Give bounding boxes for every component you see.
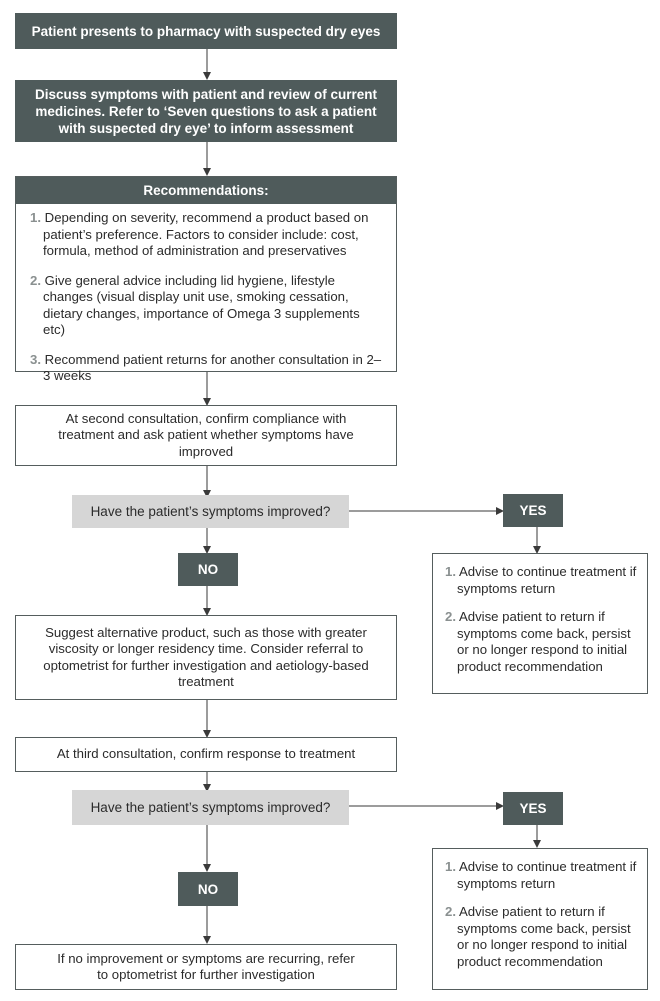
recommendation-item: 1. Depending on severity, recommend a pr…	[30, 210, 382, 260]
advice-box-1: 1. Advise to continue treatment if sympt…	[432, 553, 648, 694]
advice-list-2: 1. Advise to continue treatment if sympt…	[433, 849, 647, 970]
advice-text: Advise patient to return if symptoms com…	[457, 904, 631, 969]
recommendation-item: 2. Give general advice including lid hyg…	[30, 273, 382, 339]
recommendation-text: Recommend patient returns for another co…	[43, 351, 382, 384]
recommendation-number: 3.	[30, 351, 41, 367]
recommendation-number: 2.	[30, 272, 41, 288]
final-referral-text: If no improvement or symptoms are recurr…	[57, 950, 355, 983]
no-box-2: NO	[178, 872, 238, 906]
yes-box-1: YES	[503, 494, 563, 527]
no-label-2: NO	[197, 881, 219, 897]
recommendation-text: Depending on severity, recommend a produ…	[43, 210, 369, 258]
final-referral-box: If no improvement or symptoms are recurr…	[15, 944, 397, 990]
yes-label-1: YES	[519, 503, 547, 518]
question-box-2: Have the patient’s symptoms improved?	[72, 790, 349, 825]
advice-number: 2.	[445, 904, 456, 919]
no-box-1: NO	[178, 553, 238, 586]
advice-item: 2. Advise patient to return if symptoms …	[445, 609, 637, 675]
recommendation-text: Give general advice including lid hygien…	[43, 272, 360, 338]
start-box: Patient presents to pharmacy with suspec…	[15, 13, 397, 49]
alternative-product-text: Suggest alternative product, such as tho…	[43, 624, 369, 690]
advice-text: Advise patient to return if symptoms com…	[457, 609, 631, 674]
third-consultation-text: At third consultation, confirm response …	[56, 746, 356, 762]
advice-item: 1. Advise to continue treatment if sympt…	[445, 564, 637, 597]
recommendations-header: Recommendations:	[16, 177, 396, 204]
alternative-product-box: Suggest alternative product, such as tho…	[15, 615, 397, 700]
second-consultation-text: At second consultation, confirm complian…	[58, 410, 354, 459]
advice-item: 1. Advise to continue treatment if sympt…	[445, 859, 637, 892]
question-text-2: Have the patient’s symptoms improved?	[90, 800, 331, 815]
no-label-1: NO	[197, 562, 219, 577]
question-text-1: Have the patient’s symptoms improved?	[90, 504, 331, 519]
yes-label-2: YES	[519, 801, 547, 816]
advice-number: 1.	[445, 564, 456, 579]
advice-item: 2. Advise patient to return if symptoms …	[445, 904, 637, 970]
third-consultation-box: At third consultation, confirm response …	[15, 737, 397, 772]
advice-number: 2.	[445, 609, 456, 624]
recommendations-list: 1. Depending on severity, recommend a pr…	[16, 204, 396, 385]
advice-box-2: 1. Advise to continue treatment if sympt…	[432, 848, 648, 990]
recommendation-number: 1.	[30, 210, 41, 225]
advice-text: Advise to continue treatment if symptoms…	[457, 859, 637, 891]
yes-box-2: YES	[503, 792, 563, 825]
discuss-box: Discuss symptoms with patient and review…	[15, 80, 397, 142]
advice-number: 1.	[445, 859, 456, 874]
recommendations-header-text: Recommendations:	[143, 183, 269, 198]
start-text: Patient presents to pharmacy with suspec…	[31, 23, 381, 39]
discuss-text: Discuss symptoms with patient and review…	[34, 86, 378, 136]
recommendations-box: Recommendations: 1. Depending on severit…	[15, 176, 397, 383]
question-box-1: Have the patient’s symptoms improved?	[72, 495, 349, 528]
advice-list-1: 1. Advise to continue treatment if sympt…	[433, 554, 647, 675]
second-consultation-box: At second consultation, confirm complian…	[15, 405, 397, 466]
advice-text: Advise to continue treatment if symptoms…	[457, 564, 637, 596]
recommendation-item: 3. Recommend patient returns for another…	[30, 352, 382, 385]
